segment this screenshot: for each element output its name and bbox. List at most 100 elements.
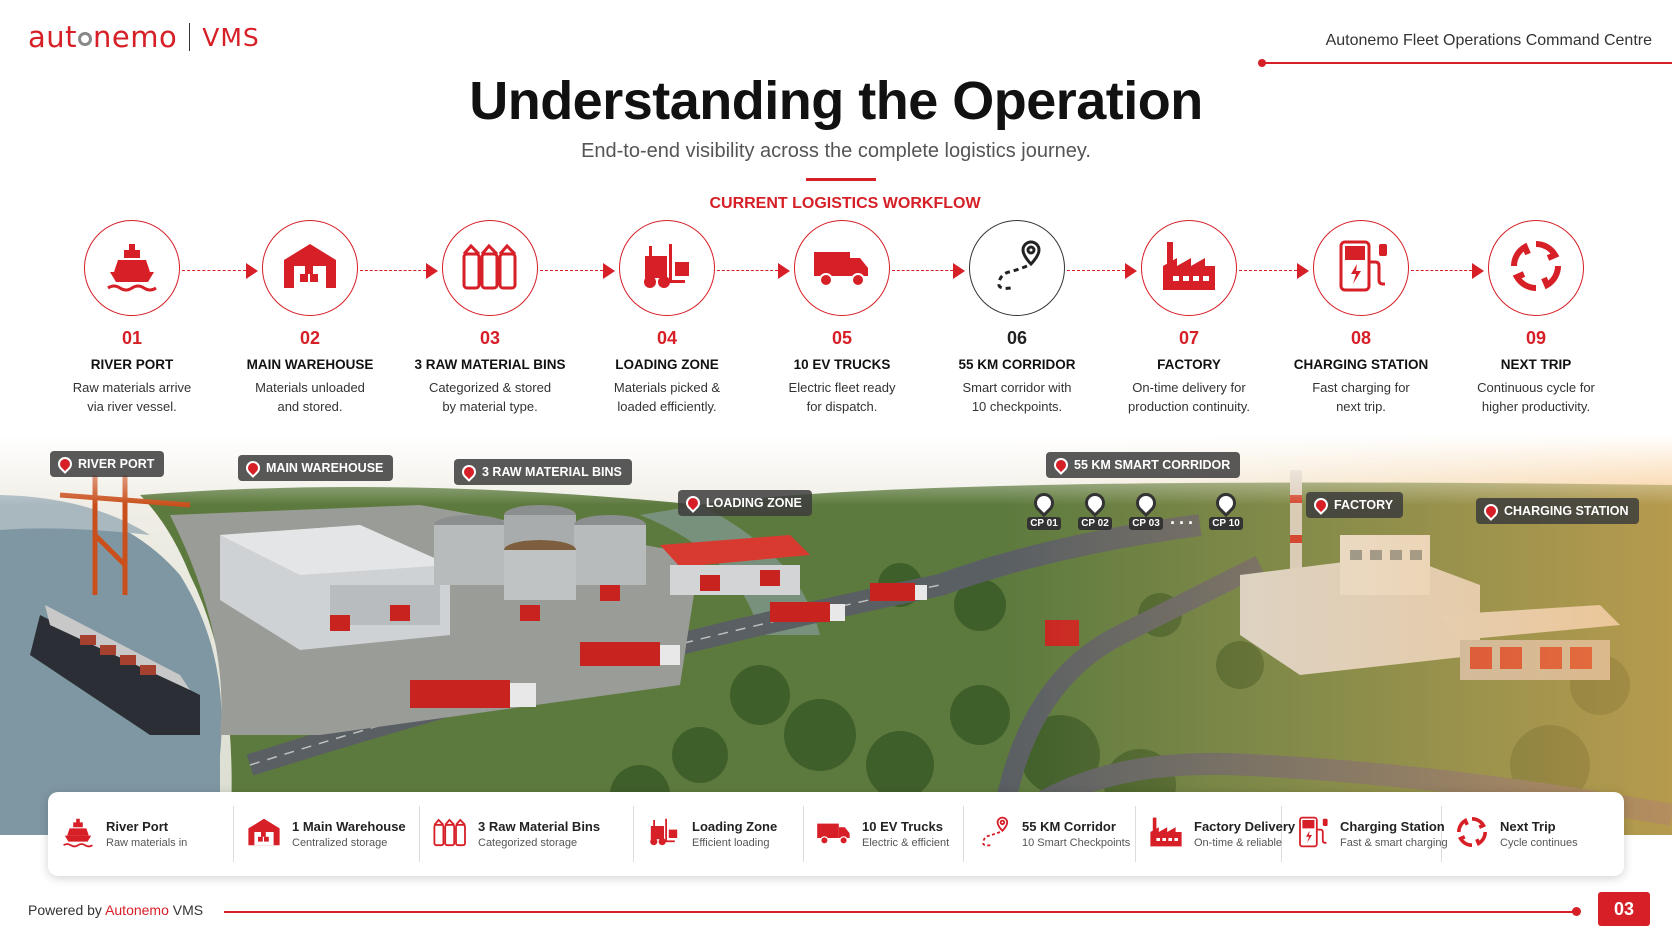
checkpoint-cp02[interactable]: CP 02 — [1075, 488, 1115, 531]
step-description: Electric fleet ready for dispatch. — [757, 378, 927, 416]
map-pin-icon — [55, 454, 75, 474]
step-number: 07 — [1178, 328, 1200, 348]
legend-subtitle: Centralized storage — [292, 837, 388, 849]
step-number: 09 — [1525, 328, 1547, 348]
step-arrow-icon — [953, 263, 965, 279]
legend-charger-icon — [1294, 814, 1340, 855]
step-icon-circle — [84, 220, 180, 316]
map-pin-loading-zone[interactable]: LOADING ZONE — [678, 490, 812, 516]
step-description-line: Materials unloaded — [255, 380, 365, 395]
step-description-line: higher productivity. — [1481, 399, 1591, 414]
step-icon-circle — [1313, 220, 1409, 316]
workflow-step-07: 07 FACTORY On-time delivery for producti… — [1104, 220, 1274, 416]
step-description: Smart corridor with 10 checkpoints. — [932, 378, 1102, 416]
step-description: Materials unloaded and stored. — [225, 378, 395, 416]
step-description-line: Materials picked & — [613, 380, 721, 395]
map-pin-label: LOADING ZONE — [706, 496, 802, 510]
map-pin-icon — [1481, 501, 1501, 521]
step-number: 08 — [1350, 328, 1372, 348]
step-title: LOADING ZONE — [615, 357, 719, 372]
step-icon-circle — [969, 220, 1065, 316]
step-title: 55 KM CORRIDOR — [958, 357, 1076, 372]
scene-illustration — [0, 435, 1672, 835]
workflow-step-03: 03 3 RAW MATERIAL BINS Categorized & sto… — [405, 220, 575, 416]
map-pin-main-warehouse[interactable]: MAIN WAREHOUSE — [238, 455, 394, 481]
legend-title: Next Trip — [1500, 819, 1556, 834]
step-description-line: Electric fleet ready — [788, 380, 896, 395]
map-pin-icon — [1311, 495, 1331, 515]
warehouse-icon — [280, 236, 340, 301]
map-pin-factory[interactable]: FACTORY — [1306, 492, 1404, 518]
legend-title: Loading Zone — [692, 819, 778, 834]
legend-title: 10 EV Trucks — [862, 819, 943, 834]
checkpoint-pin-icon — [1211, 488, 1241, 518]
legend-title: River Port — [106, 819, 169, 834]
step-arrow-icon — [246, 263, 258, 279]
page-number-badge: 03 — [1598, 892, 1650, 926]
legend-route-icon — [976, 814, 1022, 855]
ship-icon — [102, 236, 162, 301]
page-title: Understanding the Operation — [469, 71, 1203, 131]
legend-title: 1 Main Warehouse — [292, 819, 406, 834]
title-underline — [806, 178, 876, 181]
legend-truck-icon — [816, 814, 862, 855]
step-icon-circle — [794, 220, 890, 316]
map-pin-raw-material-bins[interactable]: 3 RAW MATERIAL BINS — [454, 459, 632, 485]
step-connector-line — [717, 270, 778, 271]
legend-title: 55 KM Corridor — [1022, 819, 1116, 834]
legend-item: 3 Raw Material Bins Categorized storage — [420, 806, 634, 862]
legend-title: Charging Station — [1340, 819, 1445, 834]
logo-text-right: nemo — [93, 20, 178, 54]
step-number: 06 — [1006, 328, 1028, 348]
logistics-scene: RIVER PORT MAIN WAREHOUSE 3 RAW MATERIAL… — [0, 435, 1672, 835]
step-description: Materials picked & loaded efficiently. — [582, 378, 752, 416]
legend-text: Factory Delivery On-time & reliable — [1194, 819, 1295, 849]
forklift-icon — [637, 236, 697, 301]
step-connector-line — [360, 270, 426, 271]
map-pin-icon — [243, 458, 263, 478]
checkpoint-label: CP 01 — [1027, 517, 1061, 530]
legend-factory-icon — [1148, 814, 1194, 855]
step-arrow-icon — [778, 263, 790, 279]
checkpoint-cp01[interactable]: CP 01 — [1024, 488, 1064, 531]
map-pin-icon — [683, 493, 703, 513]
legend-subtitle: Fast & smart charging — [1340, 837, 1448, 849]
map-pin-label: RIVER PORT — [78, 457, 155, 471]
map-pin-charging-station[interactable]: CHARGING STATION — [1476, 498, 1639, 524]
checkpoint-ellipsis: ··· — [1170, 513, 1197, 533]
step-connector-line — [1067, 270, 1125, 271]
step-number: 02 — [299, 328, 321, 348]
map-pin-river-port[interactable]: RIVER PORT — [50, 451, 165, 477]
step-connector-line — [182, 270, 246, 271]
legend-subtitle: Categorized storage — [478, 837, 578, 849]
step-title: MAIN WAREHOUSE — [246, 357, 374, 372]
legend-cycle-icon — [1454, 814, 1500, 855]
step-description-line: Continuous cycle for — [1477, 380, 1595, 395]
step-description-line: next trip. — [1336, 399, 1386, 414]
step-icon-circle — [619, 220, 715, 316]
footer-line — [224, 911, 1576, 913]
truck-icon — [812, 236, 872, 301]
step-icon-circle — [442, 220, 538, 316]
step-description-line: Smart corridor with — [962, 380, 1072, 395]
map-pin-label: 3 RAW MATERIAL BINS — [482, 465, 622, 479]
step-description: Raw materials arrive via river vessel. — [47, 378, 217, 416]
step-connector-line — [1411, 270, 1472, 271]
checkpoint-cp10[interactable]: CP 10 — [1206, 488, 1246, 531]
map-pin-smart-corridor[interactable]: 55 KM SMART CORRIDOR — [1046, 452, 1241, 478]
map-pin-label: MAIN WAREHOUSE — [266, 461, 384, 475]
step-number: 03 — [479, 328, 501, 348]
checkpoint-cp03[interactable]: CP 03 — [1126, 488, 1166, 531]
legend-title: Factory Delivery — [1194, 819, 1296, 834]
map-pin-label: 55 KM SMART CORRIDOR — [1074, 458, 1231, 472]
brand-logo: aut nemo VMS — [28, 20, 260, 54]
legend-forklift-icon — [646, 814, 692, 855]
legend-bins-icon — [432, 814, 478, 855]
legend-subtitle: Electric & efficient — [862, 837, 950, 849]
legend-subtitle: 10 Smart Checkpoints — [1022, 837, 1131, 849]
factory-icon — [1159, 236, 1219, 301]
step-description-line: On-time delivery for — [1132, 380, 1246, 395]
step-description-line: loaded efficiently. — [617, 399, 717, 414]
checkpoint-label: CP 10 — [1209, 517, 1243, 530]
legend-item: River Port Raw materials in — [48, 806, 234, 862]
